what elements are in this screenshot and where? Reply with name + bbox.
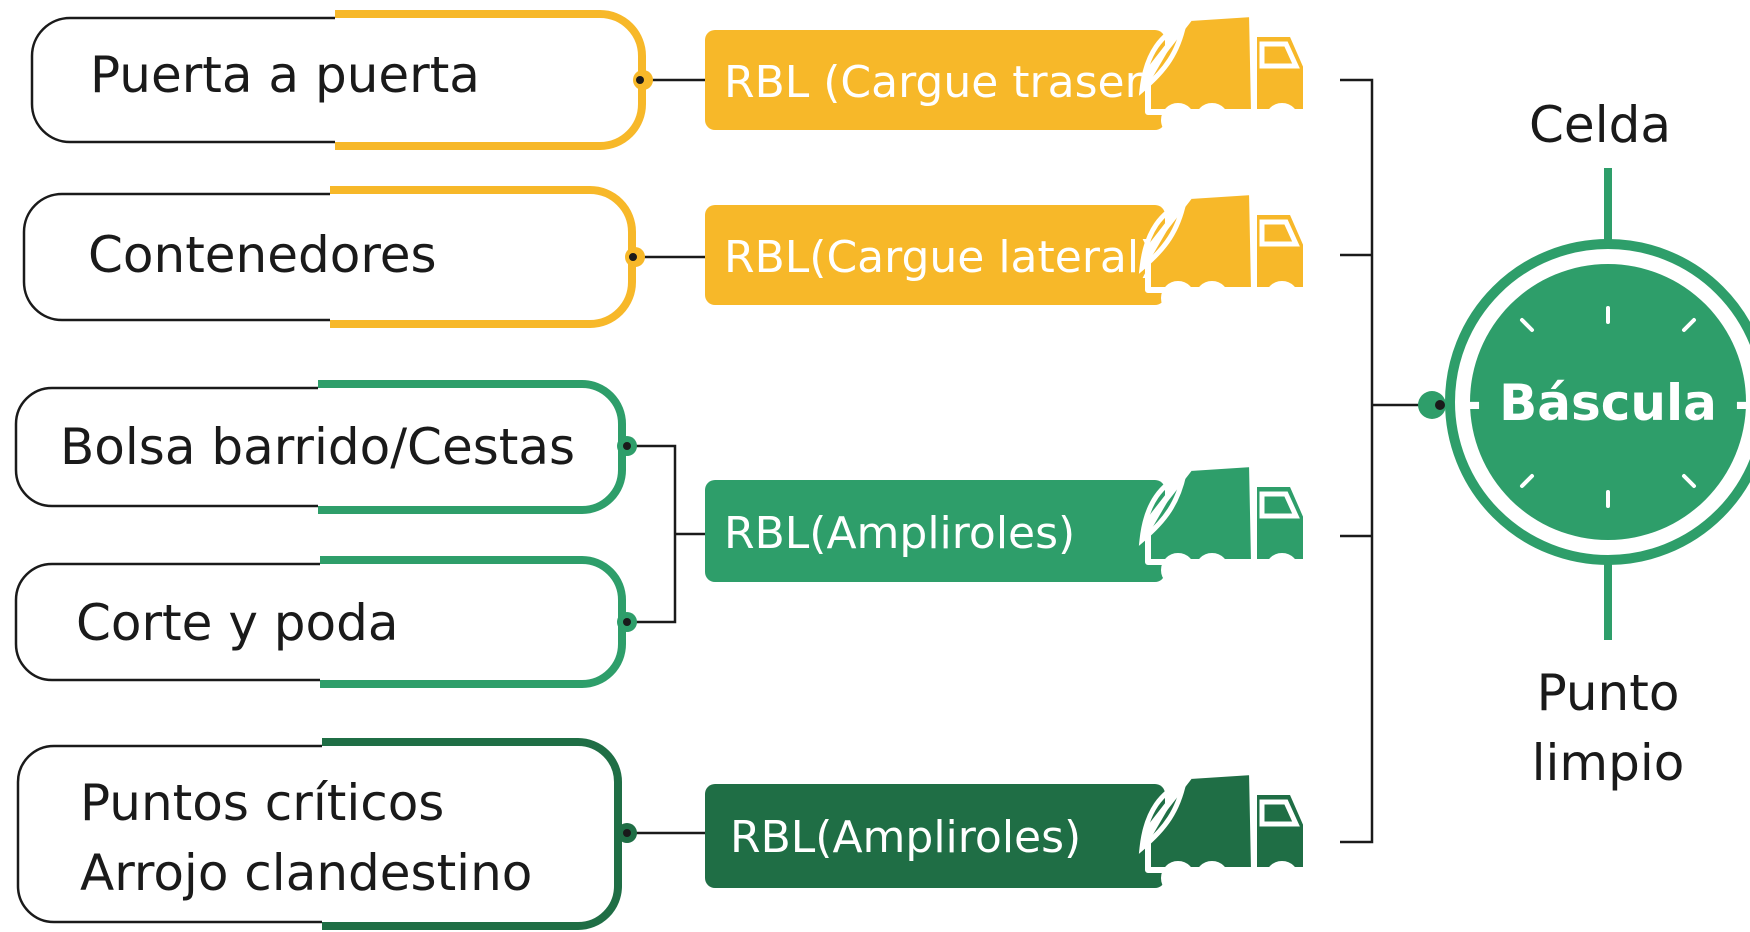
- bascula-node: - Báscula -: [1418, 168, 1750, 640]
- source-label: Contenedores: [88, 226, 437, 284]
- celda-label: Celda: [1529, 96, 1671, 154]
- vehicle-label: RBL(Ampliroles): [724, 508, 1075, 559]
- source-label-line-1: Puntos críticos: [80, 774, 444, 832]
- vehicle-rbl-ampliroles-2: RBL(Ampliroles): [705, 772, 1306, 892]
- source-puntos-criticos: Puntos críticos Arrojo clandestino: [16, 738, 637, 930]
- punto-limpio-label-line-1: Punto: [1537, 664, 1680, 722]
- source-label: Puerta a puerta: [90, 46, 480, 104]
- source-bolsa-barrido: Bolsa barrido/Cestas: [14, 380, 637, 514]
- punto-limpio-label-line-2: limpio: [1532, 734, 1685, 792]
- bascula-label: - Báscula -: [1461, 374, 1750, 432]
- garbage-truck-icon: [1142, 464, 1306, 584]
- source-corte-y-poda: Corte y poda: [14, 556, 637, 688]
- scale-icon: [1520, 306, 1696, 508]
- vehicle-label: RBL (Cargue trasero): [724, 57, 1186, 108]
- garbage-truck-icon: [1142, 14, 1306, 134]
- vehicle-rbl-cargue-trasero: RBL (Cargue trasero): [705, 14, 1306, 134]
- vehicle-label: RBL(Ampliroles): [730, 812, 1081, 863]
- vehicle-rbl-ampliroles-1: RBL(Ampliroles): [705, 464, 1306, 584]
- vehicle-label: RBL(Cargue lateral): [724, 232, 1156, 283]
- connector-lines: [627, 78, 1432, 844]
- garbage-truck-icon: [1142, 772, 1306, 892]
- source-label-line-2: Arrojo clandestino: [80, 844, 532, 902]
- source-label: Bolsa barrido/Cestas: [60, 418, 575, 476]
- garbage-truck-icon: [1142, 192, 1306, 312]
- source-puerta-a-puerta: Puerta a puerta: [30, 10, 653, 150]
- source-label: Corte y poda: [76, 594, 399, 652]
- source-contenedores: Contenedores: [22, 186, 645, 328]
- vehicle-rbl-cargue-lateral: RBL(Cargue lateral): [705, 192, 1306, 312]
